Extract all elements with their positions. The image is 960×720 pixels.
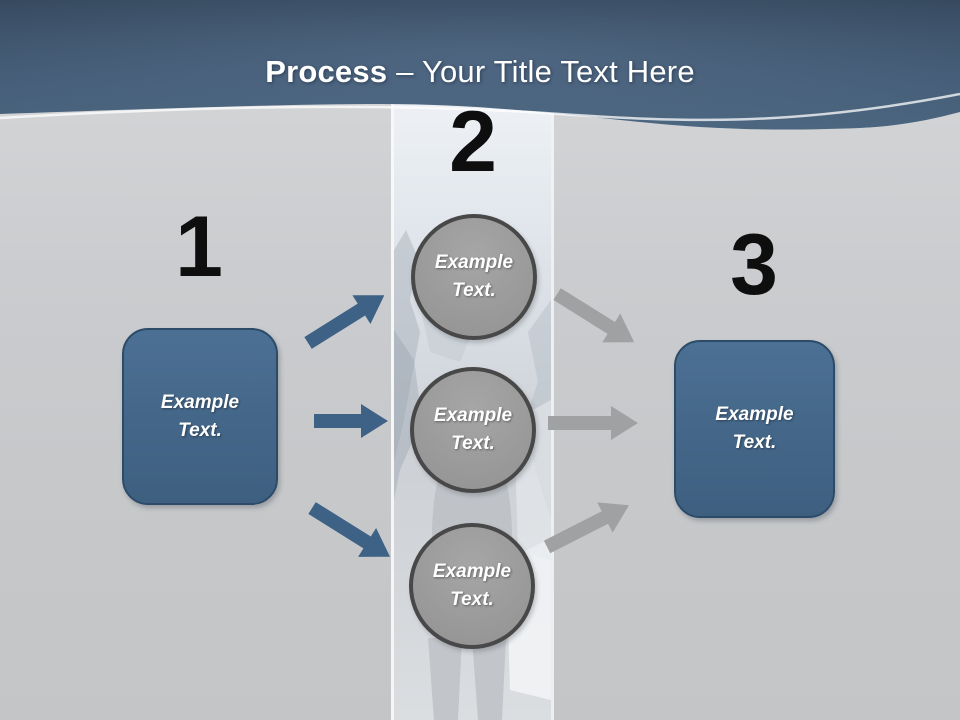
step-number-1: 1 <box>175 199 223 295</box>
arrow-gray-right-icon <box>548 406 638 440</box>
arrow-gray-up-right-icon <box>543 502 629 554</box>
mountain-ridge-left <box>394 330 422 500</box>
header-wave: Process– Your Title Text Here <box>0 0 960 150</box>
arrow-blue-right-icon <box>314 404 388 438</box>
mountain-peak-left <box>394 230 420 462</box>
process-box-step1-label: Example Text. <box>160 391 240 441</box>
process-circle-top-label: Example Text. <box>434 252 514 301</box>
header-swoosh-line <box>0 92 960 122</box>
slide-title-subtitle: – Your Title Text Here <box>396 54 695 89</box>
process-circle-middle-label: Example Text. <box>433 405 513 454</box>
slide-title-keyword: Process <box>265 54 388 89</box>
process-circle-bottom-label: Example Text. <box>432 561 512 610</box>
arrow-blue-down-right-icon <box>308 502 391 557</box>
process-box-step1: Example Text. <box>122 328 278 505</box>
arrow-gray-down-right-icon <box>553 288 635 343</box>
arrow-blue-up-right-icon <box>304 295 385 349</box>
slide-title: Process– Your Title Text Here <box>0 54 960 90</box>
process-circle-top: Example Text. <box>411 214 537 340</box>
header-wave-shape <box>0 0 960 130</box>
process-box-step3-label: Example Text. <box>715 404 794 453</box>
process-box-step3: Example Text. <box>674 340 835 518</box>
step-number-3: 3 <box>730 217 778 313</box>
process-circle-middle: Example Text. <box>410 367 536 493</box>
step-number-2: 2 <box>449 94 497 190</box>
climber-right-leg <box>472 638 506 720</box>
process-circle-bottom: Example Text. <box>409 523 535 649</box>
climber-left-leg <box>428 638 462 720</box>
